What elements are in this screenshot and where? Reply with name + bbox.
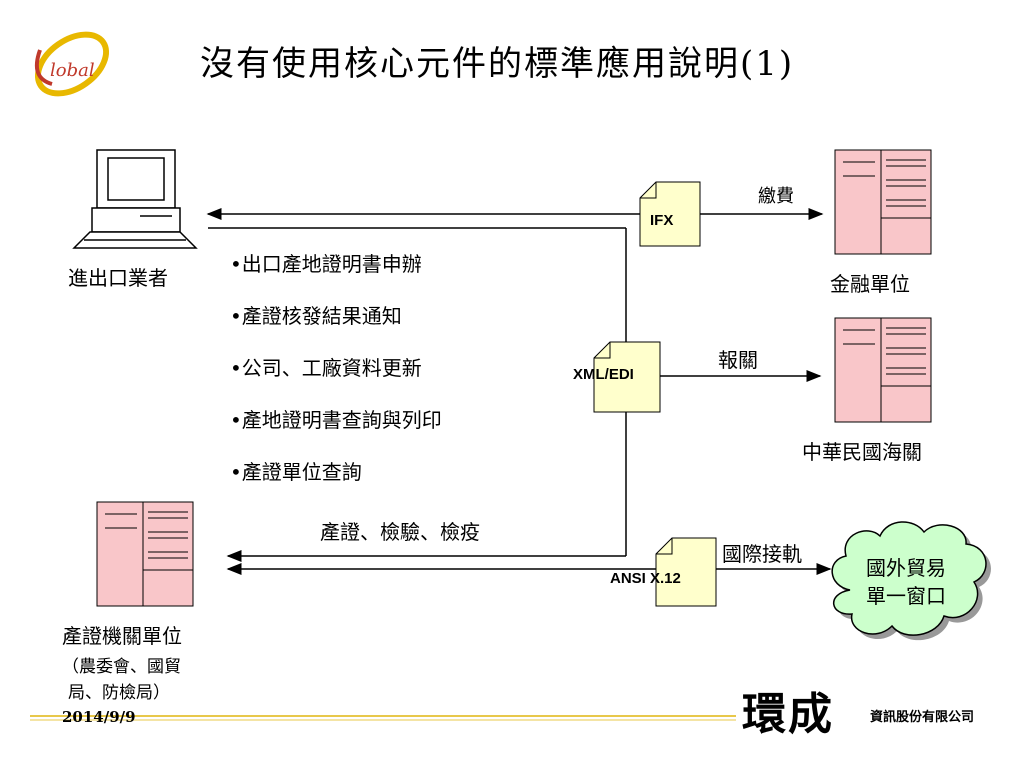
server-icon-customs — [834, 317, 932, 423]
company-subtitle: 資訊股份有限公司 — [870, 710, 975, 725]
page-title: 沒有使用核心元件的標準應用說明(1) — [200, 44, 795, 84]
label-customs: 中華民國海關 — [802, 440, 922, 464]
cert-org-sub-line-1: （農委會、國貿 — [62, 657, 181, 677]
arrow-label-intl: 國際接軌 — [722, 542, 802, 566]
doc-label-ansi: ANSI X.12 — [610, 570, 681, 587]
arrow-label-cert: 產證、檢驗、檢疫 — [320, 520, 480, 544]
label-cert-org: 產證機關單位 — [62, 624, 182, 648]
cloud-icon — [831, 521, 991, 641]
doc-ansi — [655, 537, 717, 607]
single-window-line-1: 國外貿易 — [866, 556, 946, 580]
label-single-window: 國外貿易 單一窗口 — [852, 554, 960, 610]
cert-org-sub-line-2: 局、防檢局） — [68, 683, 170, 703]
doc-xml-edi — [593, 341, 661, 413]
list-item: 產證核發結果通知 — [230, 290, 442, 342]
doc-ifx — [639, 181, 701, 247]
server-icon-cert-org — [96, 501, 194, 607]
computer-icon — [72, 149, 198, 249]
service-list: 出口產地證明書申辦 產證核發結果通知 公司、工廠資料更新 產地證明書查詢與列印 … — [230, 238, 442, 498]
label-cert-org-sub: （農委會、國貿 局、防檢局） — [62, 654, 181, 706]
arrow-label-pay: 繳費 — [758, 186, 794, 207]
single-window-line-2: 單一窗口 — [866, 584, 946, 608]
list-item: 產證單位查詢 — [230, 446, 442, 498]
server-icon-finance — [834, 149, 932, 255]
arrow-label-customs: 報關 — [718, 348, 758, 372]
label-trader: 進出口業者 — [68, 266, 168, 290]
list-item: 出口產地證明書申辦 — [230, 238, 442, 290]
footer-rule — [30, 715, 736, 721]
global-logo: lobal — [34, 31, 110, 97]
list-item: 公司、工廠資料更新 — [230, 342, 442, 394]
list-item: 產地證明書查詢與列印 — [230, 394, 442, 446]
doc-label-ifx: IFX — [650, 212, 674, 229]
company-logo-text: 環成 — [742, 689, 834, 740]
connectors — [206, 208, 832, 575]
label-finance: 金融單位 — [830, 272, 910, 296]
svg-text:lobal: lobal — [50, 60, 95, 81]
footer-date: 2014/9/9 — [62, 708, 136, 726]
doc-label-xml-edi: XML/EDI — [573, 366, 634, 383]
